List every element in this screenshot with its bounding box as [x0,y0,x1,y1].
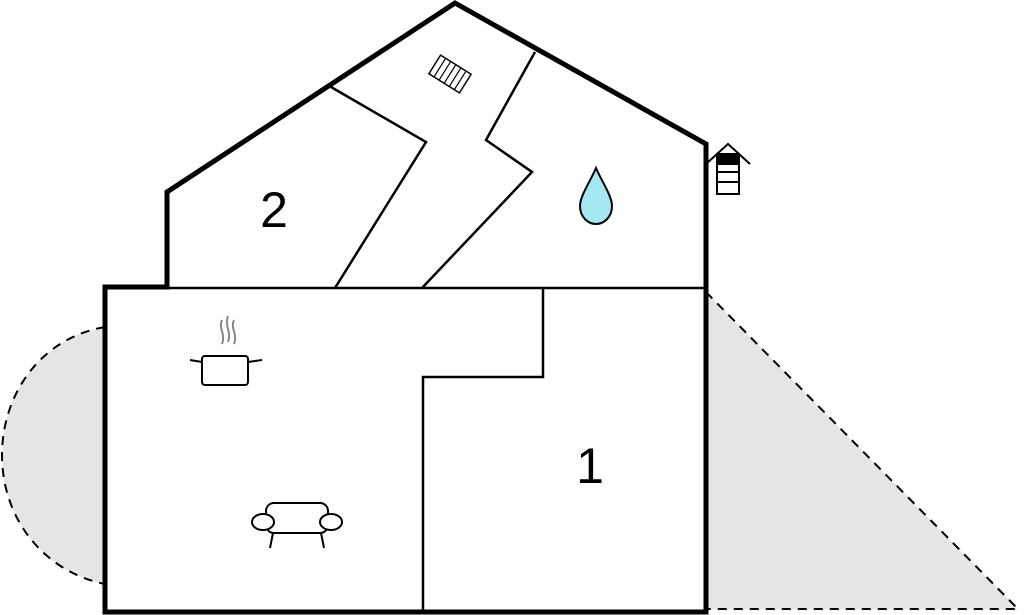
cooking-pot-icon [189,315,263,386]
room-number-1: 1 [576,438,604,494]
house-entrance-icon [705,142,751,195]
stairs-icon [427,54,473,94]
outdoor-area-left [2,327,105,584]
water-drop-icon [578,165,614,226]
outdoor-area-right-outline [705,291,1021,610]
house-interior [105,3,706,612]
interior-walls [167,51,706,612]
outdoor-area-right [706,292,1018,609]
sofa-icon [251,502,343,549]
outer-wall [102,0,709,615]
room-number-2: 2 [260,182,288,238]
outdoor-area-left-outline [0,326,106,585]
